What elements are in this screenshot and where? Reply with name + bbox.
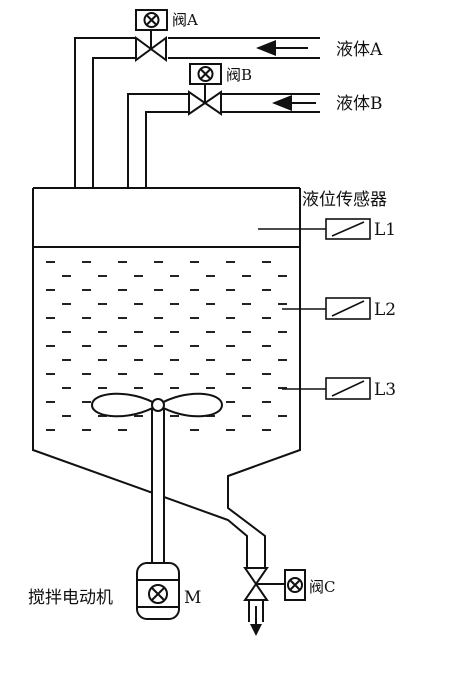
motor-icon[interactable] (136, 562, 180, 620)
valve-a[interactable] (135, 9, 168, 62)
motor-name-label: 搅拌电动机 (28, 588, 113, 608)
valve-b[interactable] (188, 63, 222, 116)
sensor-l3-label: L3 (374, 380, 396, 400)
valve-icon (135, 36, 153, 62)
pipe-a (74, 37, 320, 188)
sensor-l1-label: L1 (374, 220, 396, 240)
tank (32, 187, 301, 568)
level-sensor-title: 液位传感器 (302, 190, 387, 210)
sensor-l2-label: L2 (374, 300, 396, 320)
valve-c[interactable] (243, 567, 306, 601)
outlet-arrow (250, 606, 262, 636)
valve-a-label: 阀A (172, 11, 198, 29)
liquid-b-label: 液体B (336, 94, 383, 114)
sensor-l2 (282, 297, 371, 320)
valve-b-label: 阀B (226, 66, 252, 84)
sensor-l3 (282, 377, 371, 400)
liquid-fill (46, 261, 287, 431)
valve-c-label: 阀C (309, 578, 335, 596)
valve-icon (188, 90, 207, 116)
motor-m-label: M (184, 588, 201, 608)
sensor-l1 (258, 218, 371, 240)
impeller-icon (90, 392, 224, 564)
pipe-b (127, 93, 320, 188)
valve-icon (243, 567, 269, 586)
outlet-pipe (248, 600, 264, 622)
liquid-a-label: 液体A (336, 40, 383, 60)
